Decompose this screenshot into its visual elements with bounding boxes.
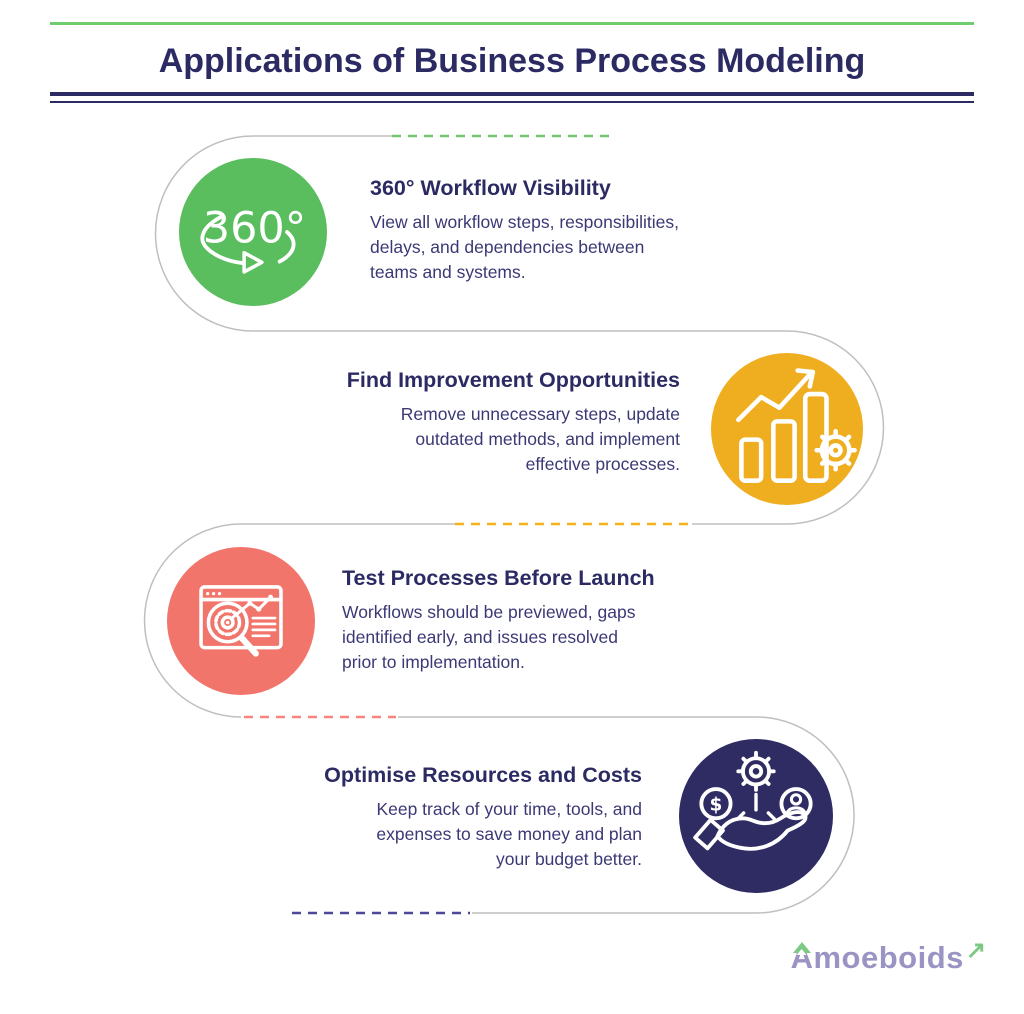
browser-target-magnifier-icon <box>199 585 283 657</box>
section-workflow-visibility: 360° Workflow Visibility View all workfl… <box>370 176 730 285</box>
section-test-processes: Test Processes Before Launch Workflows s… <box>342 566 702 675</box>
header-accent-line <box>50 22 974 25</box>
svg-text:$: $ <box>710 795 723 816</box>
amoeboids-logo-text: Amoeboids <box>790 940 964 975</box>
section-body: View all workflow steps, responsibilitie… <box>370 212 679 282</box>
section-title: Find Improvement Opportunities <box>346 368 680 392</box>
amoeboids-logo: Amoeboids ↗ <box>790 937 986 976</box>
capsule-3-outline <box>143 523 455 718</box>
section-title: Optimise Resources and Costs <box>324 763 642 787</box>
360-rotation-icon: 360° <box>200 203 306 274</box>
capsule-2-outline <box>253 330 885 525</box>
improvement-opportunities-circle <box>711 353 863 505</box>
workflow-visibility-circle: 360° <box>179 158 327 306</box>
section-body: Keep track of your time, tools, and expe… <box>376 799 642 869</box>
svg-text:360°: 360° <box>203 203 306 253</box>
logo-apex-accent <box>792 942 811 953</box>
capsule-1-outline <box>154 135 392 332</box>
section-improvement-opportunities: Find Improvement Opportunities Remove un… <box>260 368 680 477</box>
logo-arrow-icon: ↗ <box>965 937 986 964</box>
page-title: Applications of Business Process Modelin… <box>158 42 866 80</box>
capsule-4-outline <box>398 716 855 914</box>
optimise-resources-circle: $ <box>679 739 833 893</box>
section-body: Remove unnecessary steps, update outdate… <box>400 404 680 474</box>
section-title: 360° Workflow Visibility <box>370 176 611 200</box>
bar-chart-gear-icon <box>736 368 857 483</box>
test-processes-circle <box>167 547 315 695</box>
section-title: Test Processes Before Launch <box>342 566 655 590</box>
section-optimise-resources: Optimise Resources and Costs Keep track … <box>222 763 642 872</box>
header-divider <box>50 92 974 103</box>
hand-gear-coin-person-icon: $ <box>693 750 813 851</box>
section-body: Workflows should be previewed, gaps iden… <box>342 602 636 672</box>
